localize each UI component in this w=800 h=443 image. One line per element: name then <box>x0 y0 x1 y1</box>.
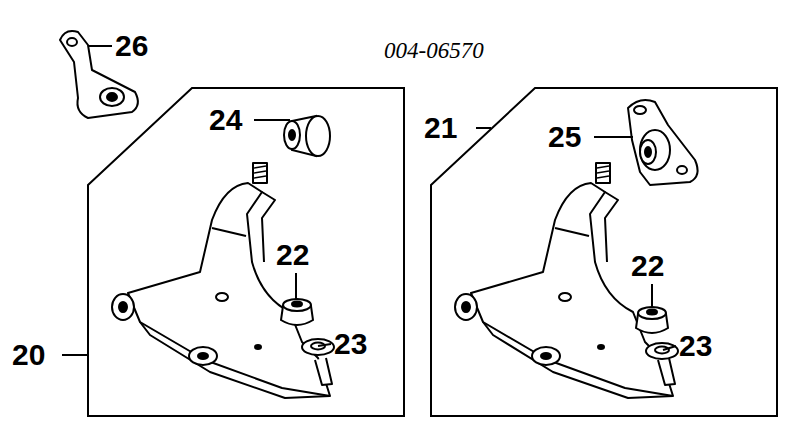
panel-box: 20 <box>87 87 405 417</box>
callout-number: 23 <box>334 327 367 361</box>
callout-number: 22 <box>631 249 664 283</box>
panel-outline <box>87 87 405 417</box>
washer <box>302 339 334 355</box>
panel-border <box>431 88 777 416</box>
part-code: 004-06570 <box>384 38 484 64</box>
bushing <box>281 299 313 325</box>
bushing <box>284 116 330 156</box>
washer <box>646 343 678 359</box>
leader-line <box>62 46 676 355</box>
callout-number: 25 <box>548 120 581 154</box>
callout-number: 24 <box>209 103 242 137</box>
control-arm <box>455 163 675 398</box>
bracket <box>628 100 698 185</box>
bushing <box>636 307 668 333</box>
callout-number: 21 <box>424 111 457 145</box>
control-arm <box>112 163 332 398</box>
callout-number: 26 <box>115 29 148 63</box>
callout-number: 23 <box>679 329 712 363</box>
panel-box: 21 <box>430 87 778 417</box>
panel-outline <box>430 87 778 417</box>
panel-border <box>88 88 404 416</box>
callout-number: 20 <box>12 338 45 372</box>
callout-number: 22 <box>276 238 309 272</box>
